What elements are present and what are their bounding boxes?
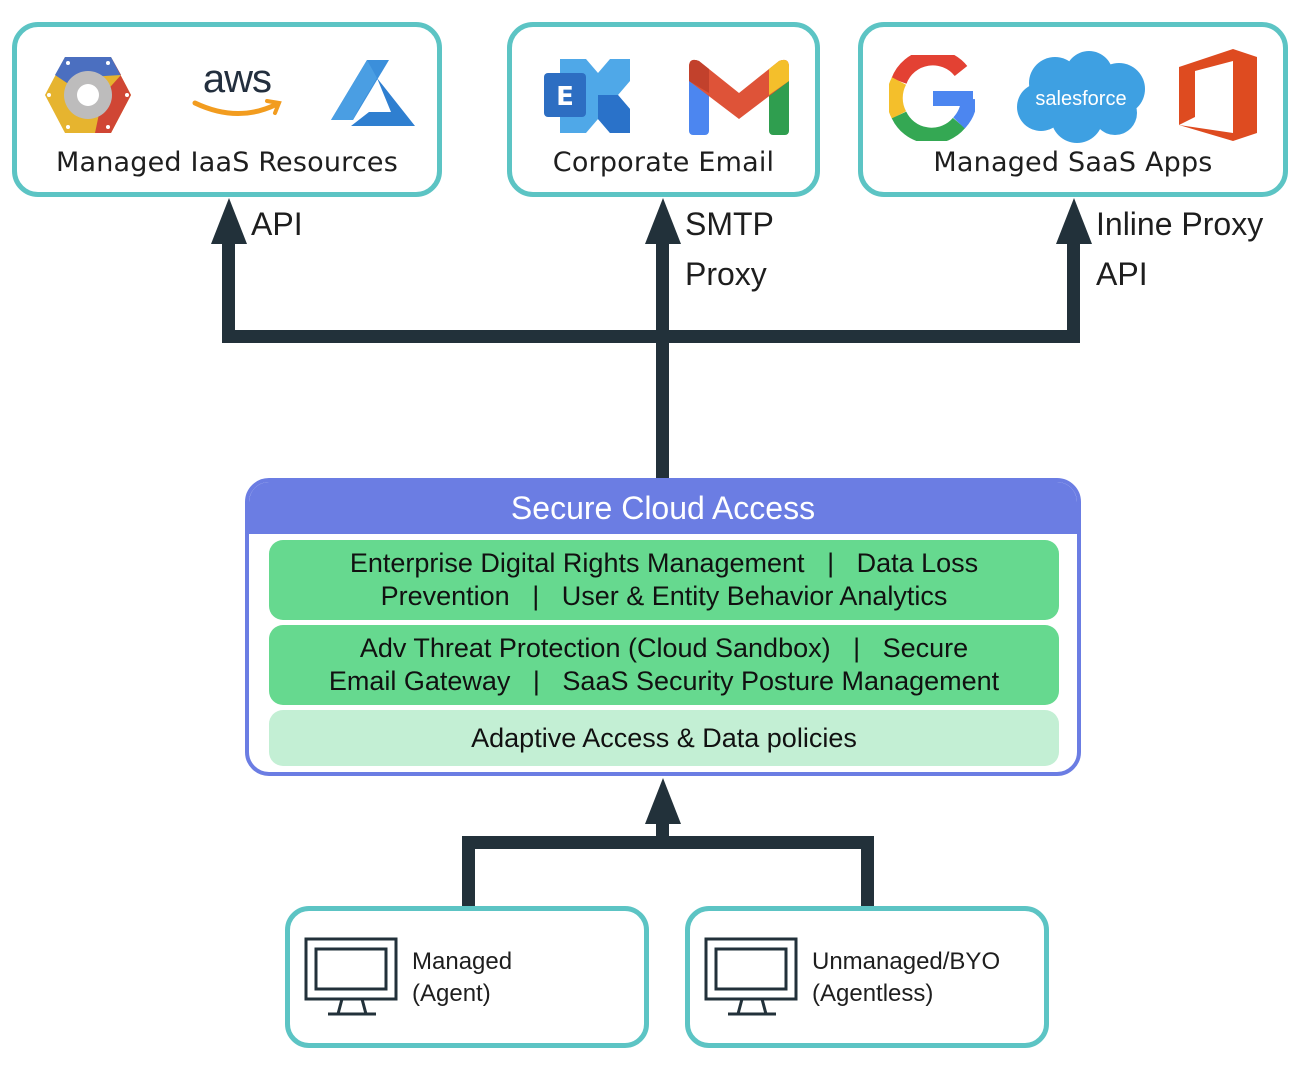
unmanaged-device-label: Unmanaged/BYO (Agentless) bbox=[812, 948, 1001, 1007]
office-logo-icon bbox=[1179, 49, 1257, 141]
top-connector-horizontal bbox=[222, 330, 1080, 343]
email-arrowhead bbox=[645, 198, 681, 244]
azure-logo-icon bbox=[331, 60, 415, 126]
email-card: E Corporate Email bbox=[507, 22, 820, 197]
sca-layer-drm-dlp-ueba: Enterprise Digital Rights Management | D… bbox=[269, 540, 1059, 620]
unmanaged-device-card: Unmanaged/BYO (Agentless) bbox=[685, 906, 1049, 1048]
secure-cloud-access-title: Secure Cloud Access bbox=[249, 482, 1077, 534]
salesforce-logo-icon: salesforce bbox=[1017, 51, 1145, 143]
iaas-connector-vertical bbox=[222, 238, 235, 342]
sca-layer-adaptive-policies: Adaptive Access & Data policies bbox=[269, 710, 1059, 766]
iaas-connection-label: API bbox=[251, 206, 303, 242]
svg-text:E: E bbox=[556, 82, 574, 112]
managed-device-connector bbox=[462, 836, 475, 908]
saas-card: salesforce Managed SaaS Apps bbox=[858, 22, 1288, 197]
iaas-card-title: Managed IaaS Resources bbox=[55, 147, 399, 178]
email-connection-label: SMTP Proxy bbox=[685, 206, 774, 292]
monitor-icon bbox=[304, 937, 398, 1016]
managed-device-label: Managed (Agent) bbox=[412, 948, 513, 1007]
unmanaged-device-connector bbox=[861, 836, 874, 908]
managed-device-card: Managed (Agent) bbox=[285, 906, 649, 1048]
iaas-arrowhead bbox=[211, 198, 247, 244]
google-cloud-logo-icon bbox=[45, 57, 131, 133]
saas-connection-label: Inline Proxy API bbox=[1096, 206, 1264, 292]
saas-connector-vertical bbox=[1067, 238, 1080, 342]
iaas-card: aws Managed IaaS Resources bbox=[12, 22, 442, 197]
devices-arrowhead bbox=[645, 778, 681, 824]
email-card-title: Corporate Email bbox=[552, 147, 775, 178]
google-logo-icon bbox=[889, 55, 975, 141]
exchange-logo-icon: E bbox=[544, 59, 630, 133]
devices-connector-horizontal bbox=[462, 836, 874, 849]
monitor-icon bbox=[704, 937, 798, 1016]
saas-card-title: Managed SaaS Apps bbox=[933, 147, 1213, 178]
email-connector-vertical bbox=[656, 238, 669, 480]
saas-arrowhead bbox=[1056, 198, 1092, 244]
secure-cloud-access-panel: Secure Cloud Access Enterprise Digital R… bbox=[245, 478, 1081, 776]
svg-text:salesforce: salesforce bbox=[1035, 88, 1126, 110]
aws-logo-icon: aws bbox=[187, 57, 287, 127]
gmail-logo-icon bbox=[689, 59, 789, 135]
aws-logo-text: aws bbox=[202, 57, 272, 101]
sca-layer-atp-seg-sspm: Adv Threat Protection (Cloud Sandbox) | … bbox=[269, 625, 1059, 705]
